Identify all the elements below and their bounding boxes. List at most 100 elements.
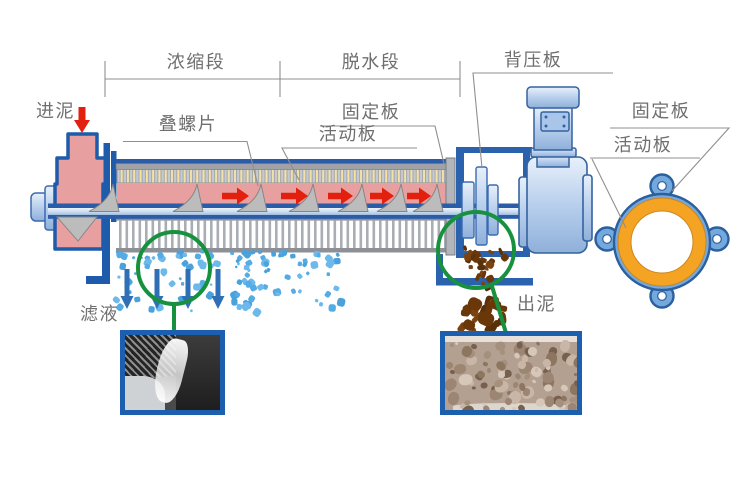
droplet [314,298,319,303]
sludge-chunk [498,247,504,256]
droplet [244,272,250,278]
sludge-chunk [485,260,495,269]
stacked-ring-band [116,169,450,184]
screw-shaft [48,203,528,219]
sludge-texture-speckle [499,348,507,356]
sludge-texture-speckle [573,373,577,377]
droplet [157,251,164,259]
sludge-chunk [488,249,494,255]
movable-plate-right-label: 活动板 [613,135,673,156]
fixed-plate-right-pointer [610,127,731,192]
screw-flights-label: 叠螺片 [158,114,218,135]
sludge-texture-speckle [479,382,488,390]
sludge-texture-speckle [446,390,461,407]
sludge-texture-speckle [531,379,537,384]
droplet [200,249,205,254]
sludge-chunk [477,265,486,271]
sludge-texture-speckle [454,341,460,347]
sludge-chunk [463,245,467,251]
droplet [325,258,335,269]
sludge-cake-photo-inset [440,331,582,415]
droplet [335,252,340,257]
screw-flow-arrows [222,187,431,205]
droplet [133,272,137,275]
inlet-label: 进泥 [36,101,75,122]
droplet [161,270,167,277]
filtrate-photo-inset [120,330,225,415]
droplet [199,261,207,270]
droplet [297,289,302,294]
droplet [250,249,256,255]
motor-plate [540,111,570,132]
droplet [278,253,282,258]
sludge-blob [477,311,495,327]
cake-highlight-bottom [452,403,570,410]
droplet [231,298,238,306]
droplet [252,307,262,317]
droplet [189,309,193,313]
droplet [146,256,151,260]
sludge-out-label: 出泥 [517,294,556,315]
sludge-texture-speckle [544,384,553,392]
sludge-texture-speckle [511,406,517,410]
droplet [302,262,307,268]
sludge-texture-speckle [512,381,520,390]
droplet [209,283,213,286]
magnifier-callouts [136,210,516,335]
droplet [333,285,340,292]
sludge-texture-speckle [471,386,476,391]
droplet [305,271,310,276]
sludge-chunk [477,260,484,267]
droplet [178,277,182,281]
back-pressure-pointer [472,72,613,169]
droplet [281,249,288,256]
droplet [175,253,181,259]
droplet [326,272,331,277]
sludge-texture-speckle [445,376,460,394]
sludge-texture-speckle [567,402,577,410]
droplet [319,302,324,307]
droplet [131,256,136,260]
droplet [241,301,251,312]
movable-plate-left-label: 活动板 [318,124,378,145]
filtrate-droplets [112,249,346,317]
droplet [180,281,185,286]
sludge-chunk [493,320,500,328]
drain-bracket [86,245,110,284]
droplet [236,303,242,311]
droplet [168,280,176,288]
droplet [237,262,241,266]
droplet [290,288,296,294]
sludge-chunk [486,274,495,283]
droplet [112,296,120,304]
droplet [245,280,252,288]
droplet [151,256,156,260]
droplet [119,262,127,271]
dewatering-section-label: 脱水段 [341,52,401,73]
sludge-texture-speckle [482,349,493,360]
droplet [181,260,189,267]
sludge-chunk [474,273,481,281]
motor-bolts [544,115,566,128]
droplet [193,283,201,291]
sludge-chunk [467,249,473,255]
droplet [310,261,319,269]
droplet [316,253,321,258]
droplet [213,260,221,268]
droplet [263,269,268,274]
sludge-texture-speckle [486,368,492,374]
ring-center-hole [630,210,694,274]
droplet [234,292,241,298]
droplet [271,250,277,257]
sludge-chunk [468,264,473,270]
sludge-blob [467,297,483,311]
callout-lines [104,61,731,229]
droplet [116,303,124,312]
gearbox [518,156,593,254]
droplet [260,255,266,261]
sludge-chunk [473,256,481,263]
filter-screen [117,220,449,248]
droplet [120,252,128,261]
